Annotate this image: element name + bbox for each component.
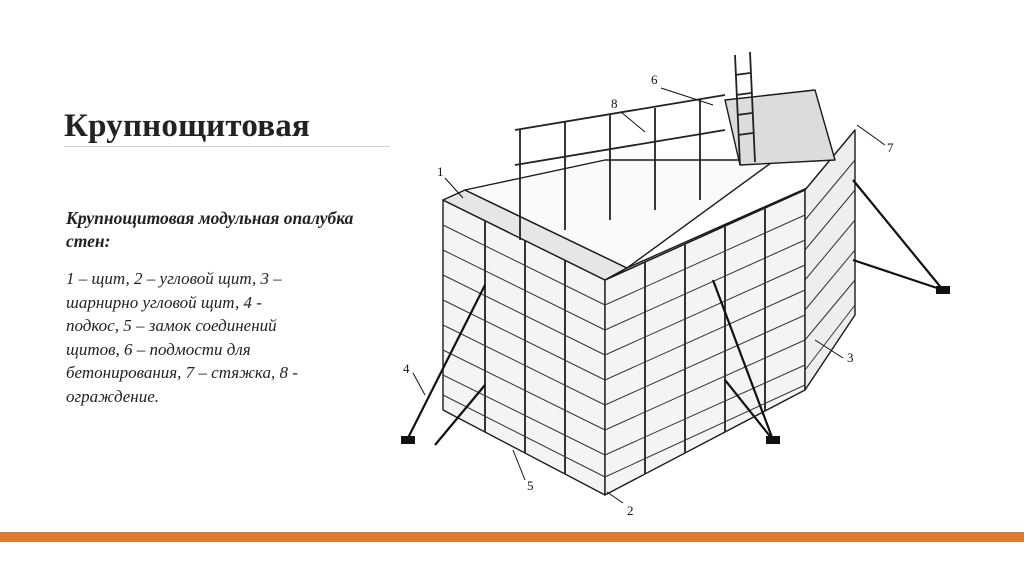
slide-subtitle: Крупнощитовая модульная опалубка стен:	[66, 208, 354, 251]
legend-line: подкос, 5 – замок соединений	[66, 316, 277, 335]
scaffold-platform	[724, 89, 836, 166]
callout-7: 7	[887, 140, 894, 155]
legend-line: бетонирования, 7 – стяжка, 8 -	[66, 363, 298, 382]
callout-6: 6	[651, 72, 658, 87]
formwork-diagram: 1 2 3 4 5 6 7 8	[395, 40, 965, 530]
callout-8: 8	[611, 96, 618, 111]
legend-line: шарнирно угловой щит, 4 -	[66, 292, 262, 312]
callout-1: 1	[437, 164, 444, 179]
legend-line: щитов, 6 – подмости для	[66, 339, 251, 359]
accent-bar	[0, 532, 1024, 542]
slide-title: Крупнощитовая	[64, 108, 310, 144]
legend-line: 1 – щит, 2 – угловой щит, 3 –	[66, 269, 282, 288]
callout-5: 5	[527, 478, 534, 493]
legend-line: ограждение.	[66, 386, 160, 406]
title-underline	[64, 146, 390, 147]
formwork-illustration: 1 2 3 4 5 6 7 8	[401, 51, 950, 518]
callout-2: 2	[627, 503, 634, 518]
callout-4: 4	[403, 361, 410, 376]
callout-3: 3	[847, 350, 854, 365]
legend-text: 1 – щит, 2 – угловой щит, 3 – шарнирно у…	[66, 267, 376, 408]
